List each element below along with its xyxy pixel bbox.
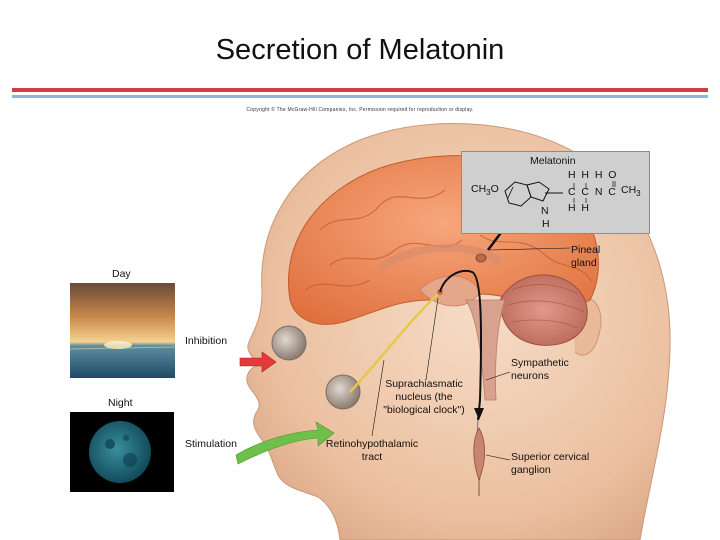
ring-nitrogen-hydrogen: H: [542, 218, 550, 230]
side-chain-methyl: CH3: [621, 184, 641, 199]
side-chain-top-row: H H H O: [568, 169, 617, 181]
night-label: Night: [108, 397, 133, 409]
stimulation-arrow: [235, 421, 335, 465]
copyright-notice: Copyright © The McGraw-Hill Companies, I…: [246, 107, 474, 113]
title-divider-blue: [12, 95, 708, 98]
pineal-gland: [475, 253, 487, 263]
retinohypothalamic-tract: [349, 293, 439, 393]
cerebellum: [499, 274, 588, 346]
night-moon-image: [70, 412, 174, 492]
leader-rht: [371, 359, 385, 437]
cerebellum-folia: [507, 284, 585, 329]
melatonin-label: Melatonin: [530, 155, 576, 167]
inhibition-label: Inhibition: [185, 335, 228, 347]
lower-eye: [325, 374, 361, 410]
leader-ganglion: [485, 454, 511, 461]
day-sunset-image: [70, 283, 175, 378]
leader-sympathetic: [485, 371, 511, 381]
page-title: Secretion of Melatonin: [215, 34, 505, 66]
methoxy-group: CH3O: [471, 183, 499, 198]
ring-nitrogen: N: [541, 205, 549, 217]
stimulation-label: Stimulation: [185, 438, 237, 450]
upper-eye: [271, 325, 307, 361]
side-chain-bottom-row: H H: [568, 202, 589, 214]
inhibition-arrow: [239, 351, 277, 373]
leader-pineal: [489, 247, 571, 251]
melatonin-ring-structure: [504, 181, 616, 207]
neural-pathway: [439, 270, 483, 421]
side-chain-middle-row: C C N C: [568, 186, 616, 198]
brainstem: [465, 299, 506, 401]
day-label: Day: [112, 268, 131, 280]
pathway-arrowhead: [474, 408, 484, 420]
corpus-callosum: [377, 243, 503, 272]
leader-scn: [425, 297, 439, 381]
title-divider-red: [12, 88, 708, 92]
